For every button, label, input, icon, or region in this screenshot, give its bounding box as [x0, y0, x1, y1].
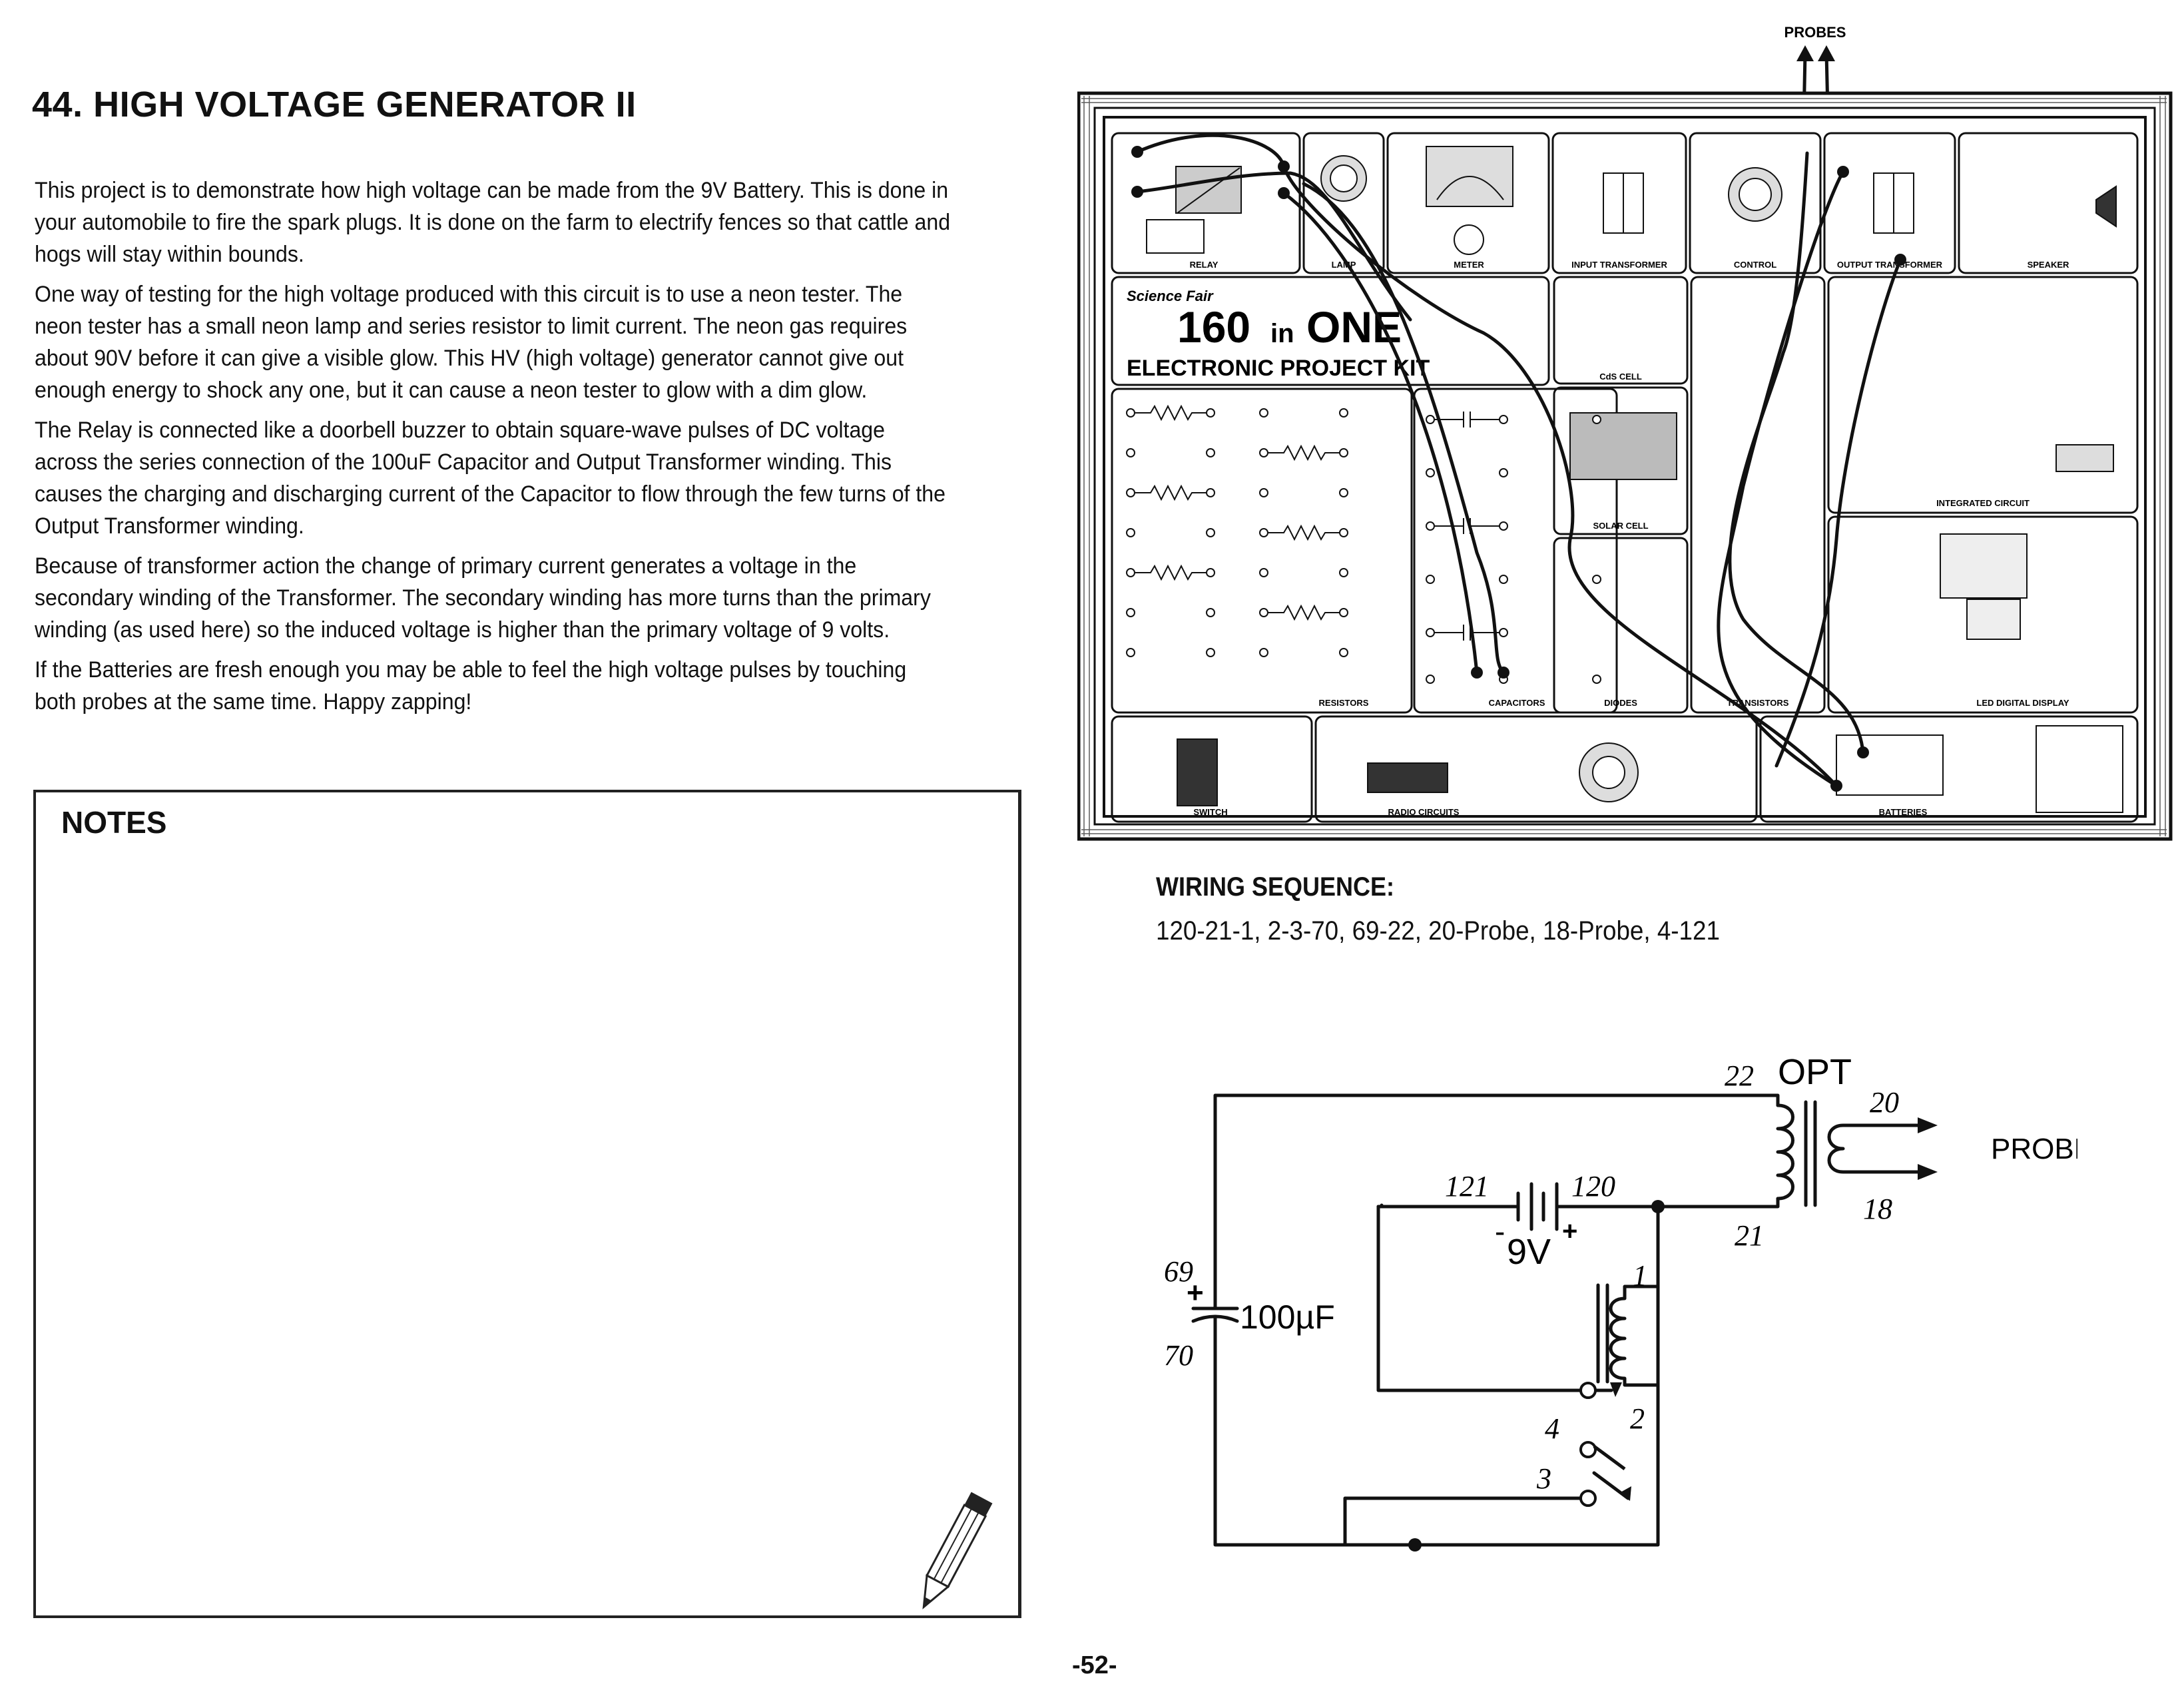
kit-subtitle: ELECTRONIC PROJECT KIT: [1127, 356, 1430, 381]
notes-box[interactable]: [33, 790, 1021, 1618]
terminal-3: 3: [1536, 1462, 1551, 1495]
paragraph: Because of transformer action the change…: [35, 553, 931, 643]
paragraph: This project is to demonstrate how high …: [35, 178, 951, 267]
terminal-69: 69: [1164, 1255, 1193, 1288]
kit-section-label: RELAY: [1190, 260, 1219, 270]
kit-section-label: OUTPUT TRANSFORMER: [1837, 260, 1943, 270]
probes-label: PROBES: [1991, 1133, 2077, 1165]
wiring-sequence-heading: WIRING SEQUENCE:: [1156, 872, 1395, 902]
kit-section-label: RESISTORS: [1319, 698, 1369, 708]
kit-name-160: 160: [1177, 302, 1250, 352]
kit-section-label: DIODES: [1604, 698, 1637, 708]
kit-section-label: RADIO CIRCUITS: [1388, 807, 1460, 817]
kit-section-label: LED DIGITAL DISPLAY: [1976, 698, 2069, 708]
kit-board-diagram: PROBES: [1077, 24, 2173, 841]
terminal-20: 20: [1870, 1086, 1899, 1119]
kit-section-label: METER: [1454, 260, 1484, 270]
terminal-4: 4: [1545, 1412, 1559, 1445]
kit-section-label: CAPACITORS: [1489, 698, 1545, 708]
kit-section-label: SWITCH: [1193, 807, 1227, 817]
kit-name-in: in: [1270, 319, 1294, 348]
terminal-1: 1: [1633, 1259, 1647, 1292]
kit-section-label: INPUT TRANSFORMER: [1571, 260, 1667, 270]
pencil-icon: [922, 1492, 993, 1609]
kit-name-one: ONE: [1306, 302, 1402, 352]
battery-plus: +: [1562, 1217, 1577, 1246]
notes-label: NOTES: [61, 805, 167, 840]
kit-section-label: CdS CELL: [1599, 372, 1642, 382]
page-title: 44. HIGH VOLTAGE GENERATOR II: [32, 85, 637, 125]
kit-probes-label: PROBES: [1784, 24, 1846, 41]
wiring-sequence: 120-21-1, 2-3-70, 69-22, 20-Probe, 18-Pr…: [1156, 916, 1720, 946]
opt-label: OPT: [1778, 1052, 1852, 1092]
paragraph: If the Batteries are fresh enough you ma…: [35, 657, 907, 714]
battery-label: 9V: [1507, 1232, 1551, 1272]
kit-brand: Science Fair: [1127, 288, 1214, 304]
kit-section-label: INTEGRATED CIRCUIT: [1936, 498, 2030, 508]
terminal-70: 70: [1164, 1339, 1193, 1372]
capacitor-label: 100µF: [1240, 1298, 1335, 1336]
kit-section-label: CONTROL: [1734, 260, 1776, 270]
kit-section-label: BATTERIES: [1879, 807, 1928, 817]
paragraph: One way of testing for the high voltage …: [35, 282, 908, 403]
battery-minus: -: [1495, 1214, 1505, 1249]
terminal-2: 2: [1630, 1402, 1645, 1435]
kit-section-label: SPEAKER: [2028, 260, 2069, 270]
terminal-21: 21: [1735, 1219, 1764, 1252]
terminal-22: 22: [1725, 1059, 1754, 1092]
page-number: -52-: [1072, 1651, 1117, 1679]
capacitor-plus: +: [1187, 1276, 1204, 1309]
terminal-121: 121: [1445, 1170, 1489, 1203]
kit-section-label: SOLAR CELL: [1593, 521, 1648, 531]
circuit-schematic: 22 OPT 20 18 PROBES 21 121 120 - + 9V 1 …: [1164, 1052, 2077, 1552]
terminal-120: 120: [1571, 1170, 1615, 1203]
terminal-18: 18: [1863, 1193, 1892, 1225]
paragraph: The Relay is connected like a doorbell b…: [35, 418, 946, 539]
body-text: This project is to demonstrate how high …: [35, 174, 951, 726]
